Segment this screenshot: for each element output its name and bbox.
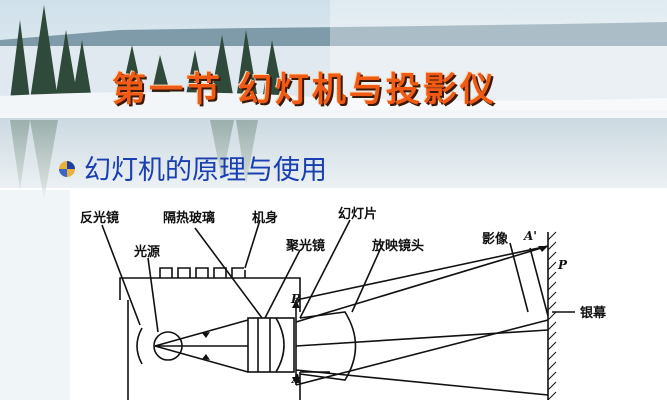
label-point-b: B [291,292,302,306]
label-point-a: A [292,372,302,386]
label-slide: 幻灯片 [338,207,378,222]
label-heat-glass: 隔热玻璃 [163,211,216,226]
label-reflector: 反光镜 [80,211,120,226]
label-point-p: P [558,258,568,272]
label-light-source: 光源 [134,245,161,260]
projector-diagram [101,219,575,400]
label-screen: 银幕 [580,306,607,321]
label-point-a-prime: A' [524,229,537,243]
label-image: 影像 [482,232,509,247]
label-condenser: 聚光镜 [286,239,326,254]
label-projection-lens: 放映镜头 [372,239,425,254]
page-title: 第一节 幻灯机与投影仪 [112,70,497,110]
section-subtitle: 幻灯机的原理与使用 [84,155,327,186]
bullet-icon [59,161,75,177]
label-body: 机身 [252,211,279,226]
